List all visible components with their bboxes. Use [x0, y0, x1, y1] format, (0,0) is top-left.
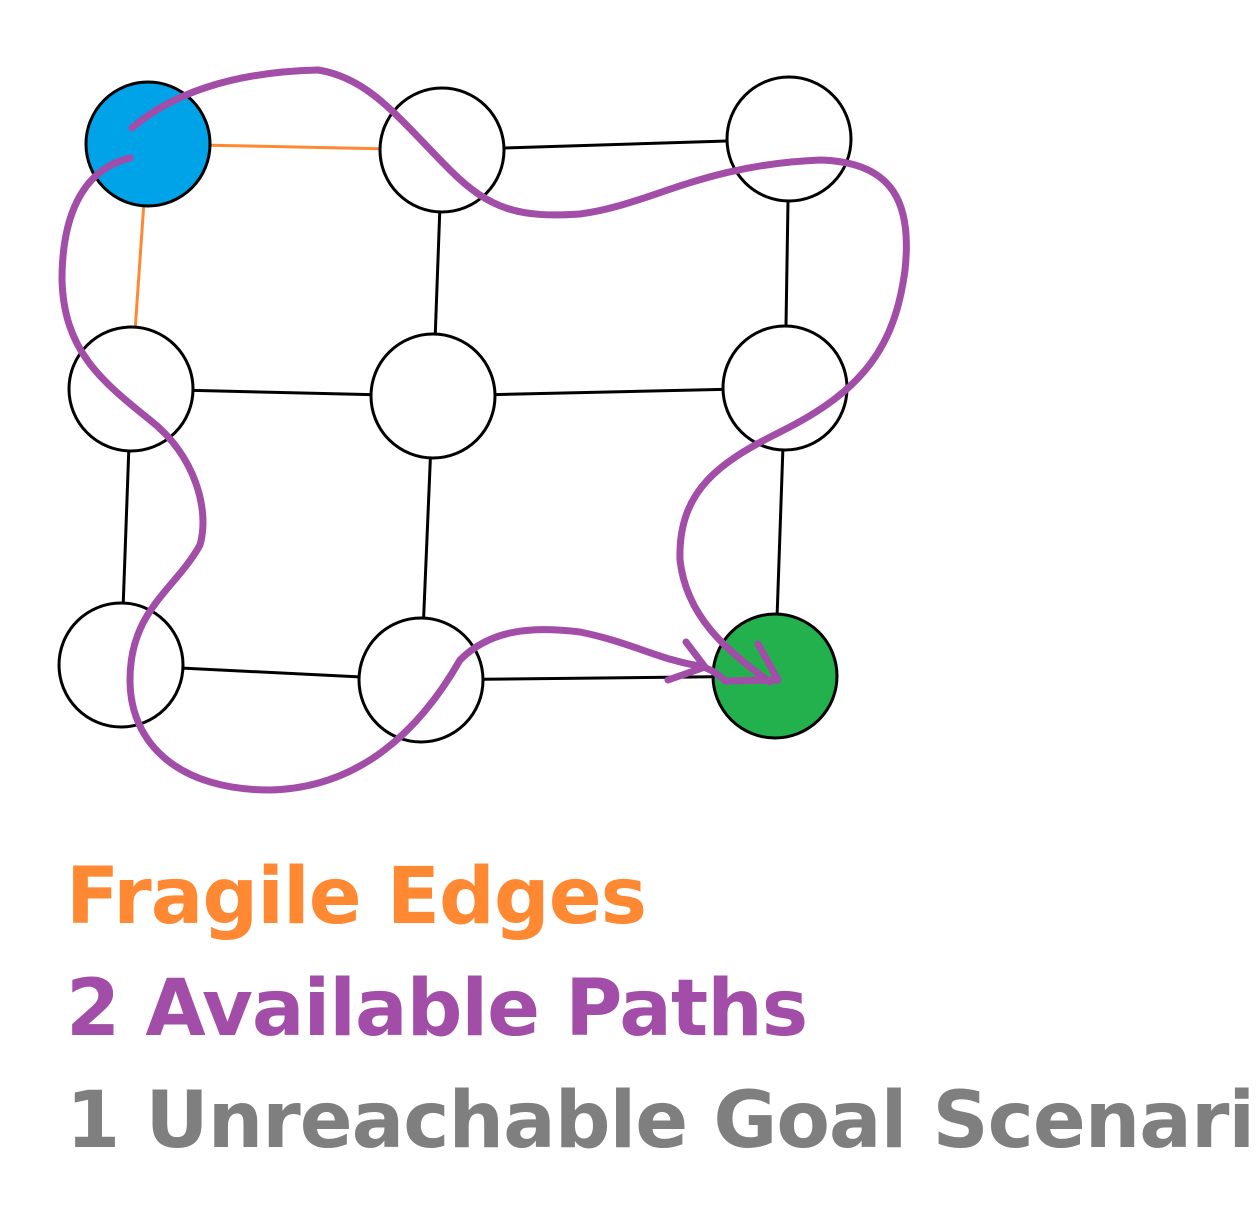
edge-n12-n22	[775, 449, 785, 615]
upper-path	[128, 66, 910, 686]
edge-n01-n11	[433, 211, 442, 335]
edge-n10-n20	[121, 450, 131, 604]
edge-n20-n21	[182, 666, 360, 679]
edge-n10-n11	[192, 388, 372, 397]
edge-n01-n02	[503, 139, 728, 150]
path-layer	[58, 66, 910, 794]
start-node	[84, 80, 212, 208]
legend-unreachable-goal: 1 Unreachable Goal Scenario	[66, 1076, 1256, 1166]
legend-fragile-edges: Fragile Edges	[66, 852, 647, 942]
node-layer	[57, 75, 853, 744]
graph-diagram	[57, 66, 910, 794]
fragile-edge-n00-n01	[209, 143, 381, 151]
lower-path	[58, 154, 726, 794]
edge-n11-n21	[422, 457, 432, 619]
fragile-edge-n00-n10	[133, 205, 146, 328]
legend-available-paths: 2 Available Paths	[66, 964, 808, 1054]
graph-node-n10	[67, 325, 195, 453]
graph-node-n01	[378, 86, 506, 214]
graph-node-n21	[357, 616, 485, 744]
edge-n02-n12	[784, 200, 790, 327]
graph-node-n02	[725, 75, 853, 203]
arrow-head	[664, 638, 782, 685]
graph-node-n11	[369, 332, 497, 460]
edge-n11-n12	[494, 387, 724, 397]
graph-node-n20	[57, 601, 185, 729]
edge-layer	[121, 139, 790, 681]
